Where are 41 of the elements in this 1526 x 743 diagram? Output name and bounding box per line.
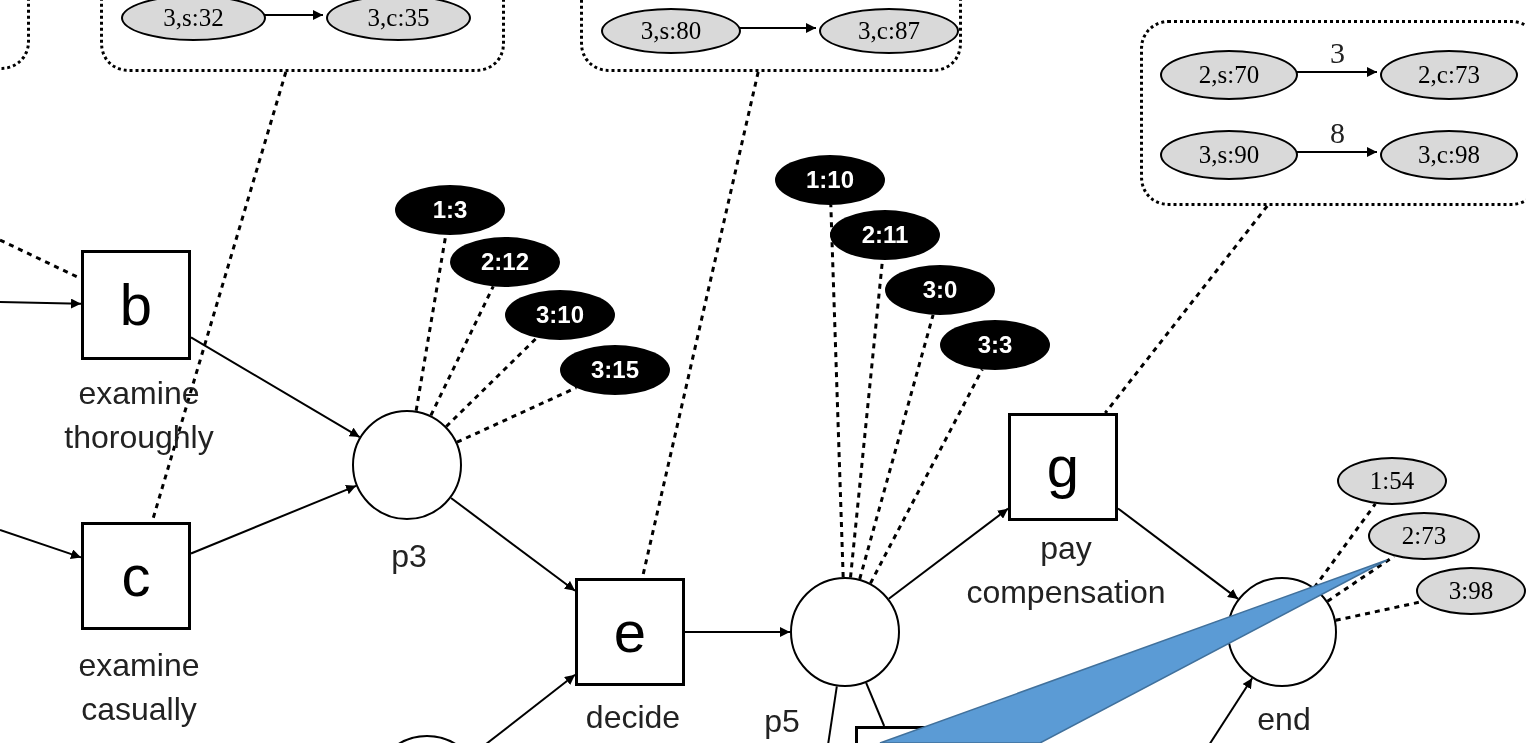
node-caption: p3 xyxy=(390,537,428,576)
token-ellipse: 3:3 xyxy=(940,320,1050,370)
arc-arrow xyxy=(0,529,82,559)
event-ellipse: 2,s:70 xyxy=(1160,50,1298,100)
arc-arrow xyxy=(887,507,1009,600)
event-ellipse: 3,c:35 xyxy=(326,0,471,41)
dotted-link xyxy=(456,386,577,444)
node-caption: end xyxy=(1256,700,1312,739)
node-caption: decide xyxy=(584,698,682,737)
dotted-link xyxy=(858,314,935,580)
arc-arrow xyxy=(684,627,791,637)
dotted-link xyxy=(869,368,984,584)
dotted-link xyxy=(429,285,495,417)
event-ellipse: 1:54 xyxy=(1337,457,1447,505)
token-ellipse: 2:11 xyxy=(830,210,940,260)
token-ellipse: 1:10 xyxy=(775,155,885,205)
token-ellipse: 2:12 xyxy=(450,237,560,287)
event-ellipse: 3,s:90 xyxy=(1160,130,1298,180)
token-ellipse: 3:10 xyxy=(505,290,615,340)
arc-arrow xyxy=(190,484,358,555)
node-caption: examine thoroughly xyxy=(63,374,215,457)
node-caption: pay compensation xyxy=(965,529,1167,612)
event-ellipse: 3,c:98 xyxy=(1380,130,1518,180)
token-ellipse: 1:3 xyxy=(395,185,505,235)
arc-arrow xyxy=(1117,507,1240,600)
token-ellipse: 3:15 xyxy=(560,345,670,395)
dotted-link xyxy=(829,204,845,578)
arc-arrow xyxy=(190,336,361,439)
token-ellipse: 3:0 xyxy=(885,265,995,315)
arc-arrow xyxy=(450,496,576,592)
event-ellipse: 2:73 xyxy=(1368,512,1480,560)
event-ellipse: 2,c:73 xyxy=(1380,50,1518,100)
event-ellipse: 3,s:32 xyxy=(121,0,266,41)
arc-arrow xyxy=(0,298,82,309)
dotted-group-box xyxy=(1140,20,1526,206)
dotted-link xyxy=(1104,205,1269,414)
event-ellipse: 3,s:80 xyxy=(601,8,741,54)
node-caption: examine casually xyxy=(77,646,201,729)
node-caption: p5 xyxy=(763,702,801,741)
event-ellipse: 3,c:87 xyxy=(819,8,959,54)
event-ellipse: 3:98 xyxy=(1416,567,1526,615)
